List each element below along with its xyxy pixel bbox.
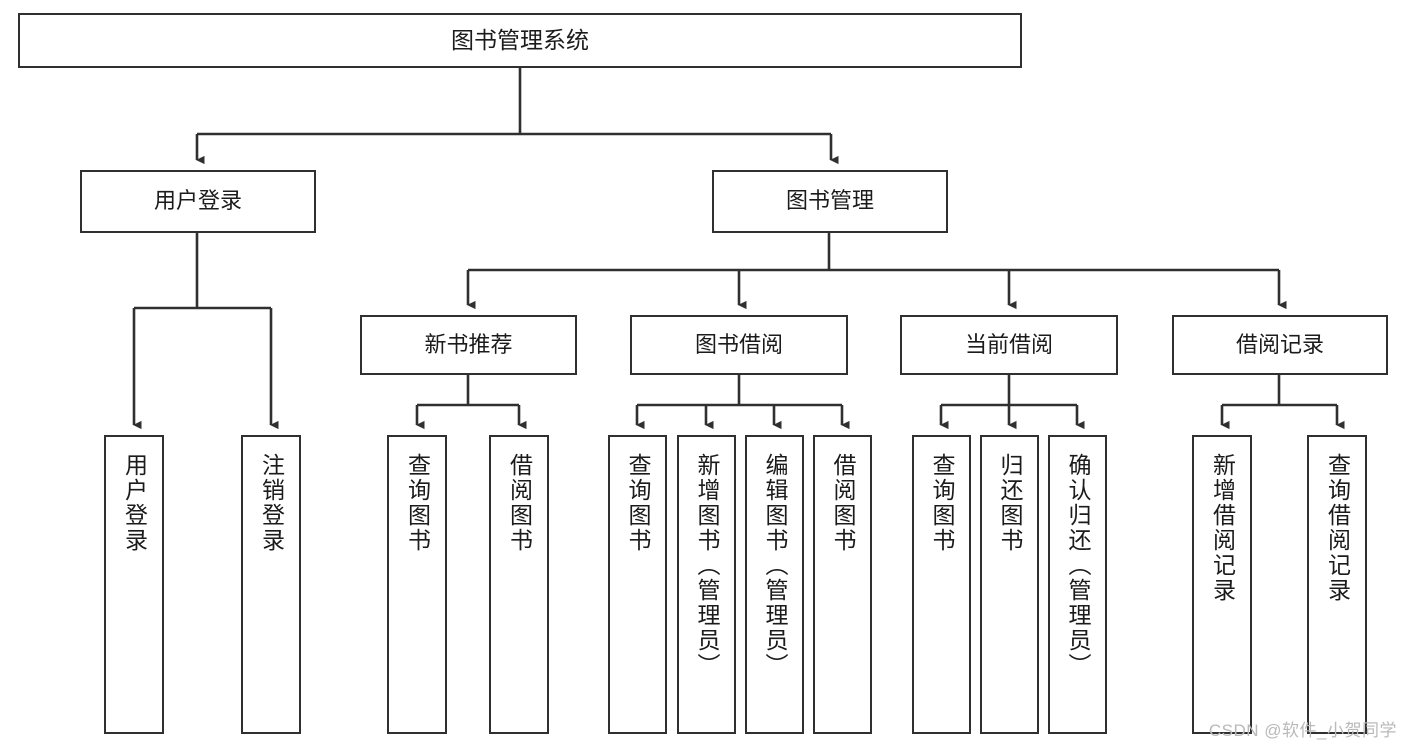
leaf-query-book-current[interactable]: 查询图书	[912, 435, 971, 734]
node-label: 查询图书	[929, 453, 955, 553]
node-label: 确认归还（管理员）	[1065, 453, 1091, 678]
leaf-user-login[interactable]: 用户登录	[104, 435, 164, 734]
node-label: 注销登录	[258, 453, 285, 553]
node-label: 归还图书	[997, 453, 1023, 553]
leaf-query-borrow-record[interactable]: 查询借阅记录	[1307, 435, 1367, 734]
node-label: 当前借阅	[964, 331, 1053, 357]
node-label: 查询借阅记录	[1324, 453, 1351, 603]
leaf-borrow-book-recommend[interactable]: 借阅图书	[489, 435, 549, 734]
leaf-add-book-admin[interactable]: 新增图书（管理员）	[677, 435, 736, 734]
leaf-query-book-recommend[interactable]: 查询图书	[387, 435, 447, 734]
node-root-library-system[interactable]: 图书管理系统	[18, 13, 1022, 68]
node-label: 借阅图书	[830, 453, 856, 553]
node-label: 新书推荐	[424, 331, 513, 357]
leaf-edit-book-admin[interactable]: 编辑图书（管理员）	[745, 435, 804, 734]
node-book-management[interactable]: 图书管理	[712, 170, 948, 233]
node-label: 编辑图书（管理员）	[762, 453, 788, 678]
node-label: 图书管理	[785, 188, 874, 214]
node-label: 图书管理系统	[451, 26, 589, 53]
node-label: 用户登录	[153, 188, 242, 214]
node-label: 借阅图书	[506, 453, 533, 553]
node-label: 新增图书（管理员）	[694, 453, 720, 678]
node-book-borrow[interactable]: 图书借阅	[630, 315, 848, 375]
node-label: 图书借阅	[694, 331, 783, 357]
node-new-book-recommend[interactable]: 新书推荐	[360, 315, 577, 375]
node-borrow-record[interactable]: 借阅记录	[1172, 315, 1388, 375]
node-user-login[interactable]: 用户登录	[80, 170, 316, 233]
node-label: 查询图书	[625, 453, 651, 553]
node-label: 查询图书	[404, 453, 431, 553]
node-current-borrow[interactable]: 当前借阅	[900, 315, 1118, 375]
leaf-add-borrow-record[interactable]: 新增借阅记录	[1192, 435, 1252, 734]
leaf-query-book-borrow[interactable]: 查询图书	[608, 435, 667, 734]
node-label: 借阅记录	[1235, 331, 1324, 357]
node-label: 用户登录	[121, 453, 148, 553]
leaf-logout[interactable]: 注销登录	[241, 435, 301, 734]
leaf-borrow-book[interactable]: 借阅图书	[813, 435, 872, 734]
leaf-confirm-return-admin[interactable]: 确认归还（管理员）	[1048, 435, 1107, 734]
watermark-text: CSDN @软件_小贺同学	[1208, 721, 1397, 740]
node-label: 新增借阅记录	[1209, 453, 1236, 603]
leaf-return-book[interactable]: 归还图书	[980, 435, 1039, 734]
